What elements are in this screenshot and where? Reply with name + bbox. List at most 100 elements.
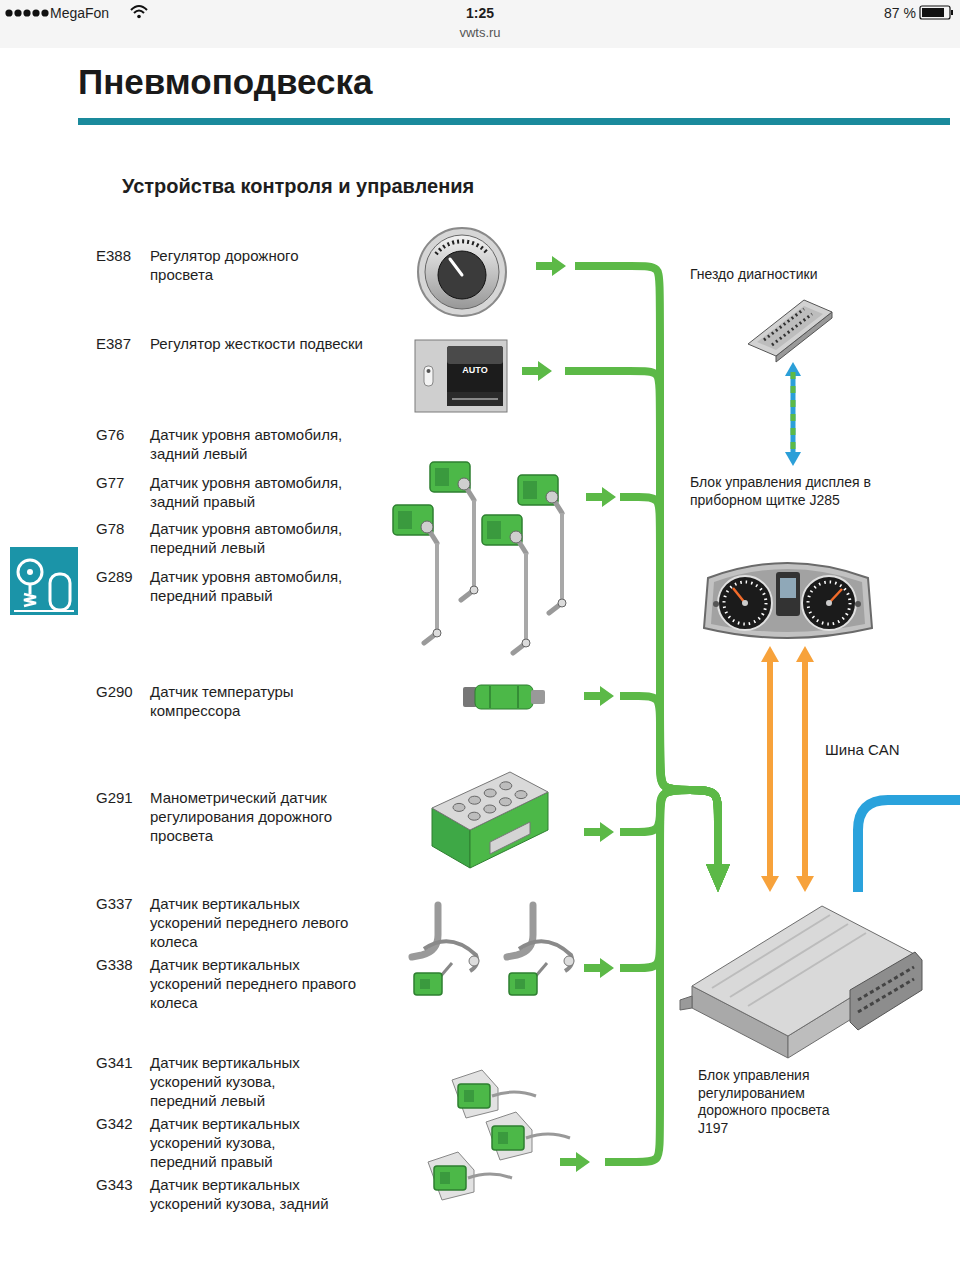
sensor-ridge [517,686,519,708]
temperature-sensor-group: G290Датчик температуры компрессора [90,676,620,728]
part-code: G338 [96,955,150,1012]
ride-height-control-unit: Блок управления регулированием дорожного… [690,892,925,1147]
icon-column [29,584,32,594]
part-code: G289 [96,567,150,605]
part-name: Датчик вертикальных ускорений кузова, за… [150,1175,355,1213]
level-sensors [393,462,566,653]
page-title: Пневмоподвеска [78,62,372,102]
item-row: G337Датчик вертикальных ускорений передн… [96,894,368,951]
item-row: G341Датчик вертикальных ускорений кузова… [96,1053,335,1110]
body-accelerometer [428,1152,512,1200]
switch-legend: AUTO [447,365,503,376]
part-name: Датчик вертикальных ускорений кузова, пе… [150,1053,335,1110]
page-url-wrap: vwts.ru [380,25,580,41]
wifi-dot [137,15,141,19]
wheel-accelerometers [412,905,574,995]
icon-tire [50,574,70,610]
battery-level-wrap: 87 % [840,4,916,22]
part-name: Датчик вертикальных ускорений кузова, пе… [150,1114,335,1171]
part-name: Датчик вертикальных ускорений переднего … [150,955,368,1012]
switch-mark [452,398,498,400]
battery-outline [920,6,950,19]
stiffness-switch [415,340,507,412]
signal-arrow [586,487,616,507]
status-time-wrap: 1:25 [430,4,530,22]
status-time: 1:25 [430,4,530,22]
status-bar [0,0,960,48]
icon-ground-line [14,610,74,612]
part-code: G290 [96,682,150,720]
gauge-hub [742,600,748,606]
instrument-cluster [704,563,872,638]
control-switch-group: E387Регулятор жесткости подвески [90,330,565,420]
title-rule [78,118,950,125]
part-code: G291 [96,788,150,845]
gauge-hub [826,600,832,606]
item-row: G76Датчик уровня автомобиля, задний левы… [96,425,375,463]
part-name: Датчик уровня автомобиля, задний правый [150,473,375,511]
temperature-sensor [463,685,545,709]
signal-arrow [522,361,552,381]
port [484,805,496,813]
icon-spring [24,594,36,606]
title-block: Пневмоподвеска [78,62,372,102]
signal-dot [14,9,21,16]
knob-bezel [418,228,506,316]
cluster-housing [704,563,872,638]
part-name: Датчик уровня автомобиля, передний правы… [150,567,375,605]
link-dashes [791,372,796,456]
signal-arrow [536,256,566,276]
part-code: G342 [96,1114,150,1171]
ecu-rib [730,924,848,997]
item-row: G290Датчик температуры компрессора [96,682,335,720]
carrier-name-wrap: MegaFon [50,4,109,22]
cluster-display [776,572,800,616]
signal-arrow [584,686,614,706]
item-row: G342Датчик вертикальных ускорений кузова… [96,1114,335,1171]
switch-highlight [447,346,503,364]
sensor-tip [531,690,545,704]
port-group [453,782,527,820]
port [484,789,496,797]
instrument-cluster-unit: Блок управления дисплея в приборном щитк… [688,466,894,646]
carrier-name: MegaFon [50,4,109,22]
port [468,812,480,820]
part-name: Манометрический датчик регулирования дор… [150,788,355,845]
page-url: vwts.ru [380,25,580,41]
display-screen [780,578,796,598]
icon-hub [27,569,33,575]
port [499,798,511,806]
ecu-rib [712,915,830,988]
port [469,796,481,804]
part-name: Датчик вертикальных ускорений переднего … [150,894,368,951]
valve-block [432,772,548,868]
part-code: G341 [96,1053,150,1110]
part-name: Датчик температуры компрессора [150,682,335,720]
gauge [802,576,856,630]
level-sensor [482,515,530,653]
signal-dots [5,9,48,16]
unit-label: Гнездо диагностики [690,266,875,284]
part-name: Регулятор дорожного просвета [150,246,335,284]
control-unit-box [680,906,922,1058]
body-accelerometer [452,1070,536,1118]
item-row: G343Датчик вертикальных ускорений кузова… [96,1175,355,1213]
icon-ground [10,547,78,615]
ecu-rib [748,933,866,1006]
unit-label: Блок управления регулированием дорожного… [698,1067,853,1137]
connector-body [748,300,832,356]
part-code: G76 [96,425,150,463]
signal-dot [32,9,39,16]
pressure-sensor-group: G291Манометрический датчик регулирования… [90,782,620,875]
switch-rocker [447,346,503,406]
section-heading-wrap: Устройства контроля и управления [122,174,474,199]
wheel-accelerometer [507,905,574,995]
bus-arrow [767,646,773,892]
icon-wheel [18,560,42,584]
signal-arrows [522,256,616,1172]
wheel-accelerometer [412,905,479,995]
switch-legend-wrap: AUTO [447,365,503,376]
diagnostic-connector [748,300,832,362]
